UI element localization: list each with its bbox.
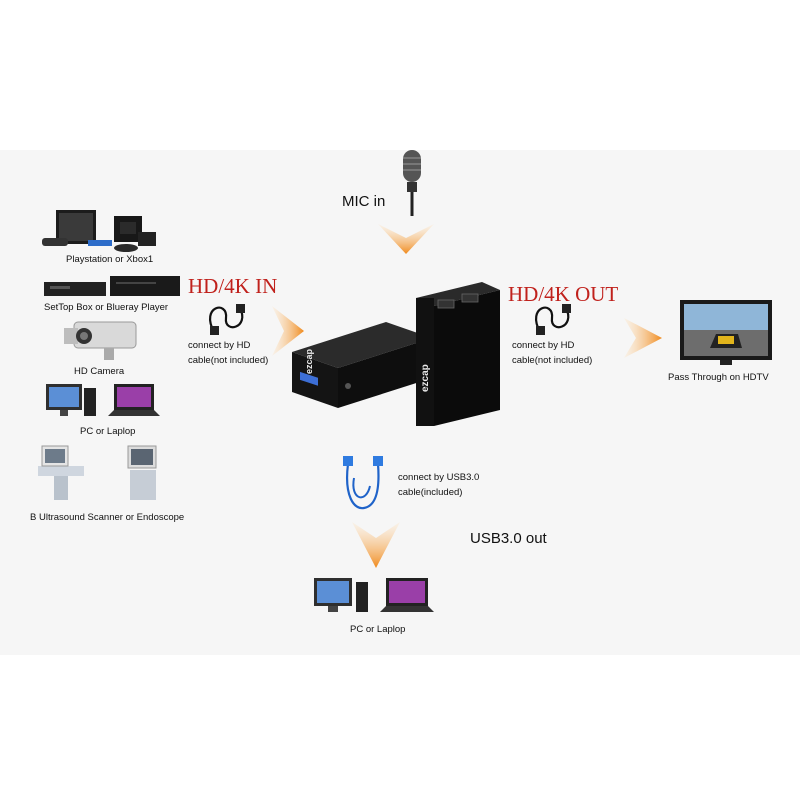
ultrasound-label: B Ultrasound Scanner or Endoscope (30, 512, 184, 523)
hd-out-cable-line1: connect by HD (512, 338, 592, 353)
mic-in-label: MIC in (342, 193, 385, 210)
microphone-icon (398, 150, 428, 218)
brand-front: ezcap (304, 348, 314, 374)
hd-in-label: HD/4K IN (188, 274, 277, 299)
pass-through-label: Pass Through on HDTV (668, 372, 769, 383)
game-console-icon (38, 208, 188, 253)
arrow-out-right-icon (622, 318, 662, 358)
hd-out-cable-caption: connect by HD cable(not included) (512, 338, 592, 368)
playstation-label: Playstation or Xbox1 (66, 254, 153, 265)
hdtv-icon (680, 300, 772, 366)
hd-out-cable-line2: cable(not included) (512, 353, 592, 368)
settop-box-label: SetTop Box or Blueray Player (44, 302, 168, 313)
arrow-mic-down-icon (378, 220, 434, 256)
pc-laptop-label: PC or Laplop (80, 426, 135, 437)
usb-cable-icon (340, 456, 388, 514)
ultrasound-scanner-icon (34, 444, 164, 504)
pc-bottom-label: PC or Laplop (350, 624, 405, 635)
hd-camera-icon (64, 318, 144, 362)
pc-laptop-bottom-icon (314, 576, 438, 618)
hd-in-cable-line2: cable(not included) (188, 353, 268, 368)
hd-camera-label: HD Camera (74, 366, 124, 377)
hdmi-cable-out-icon (532, 304, 574, 336)
capture-device-side-icon: ezcap (412, 282, 502, 428)
arrow-usb-down-icon (352, 522, 400, 570)
usb-cable-line2: cable(included) (398, 485, 479, 500)
usb-cable-caption: connect by USB3.0 cable(included) (398, 470, 479, 500)
usb-out-label: USB3.0 out (470, 530, 547, 547)
pc-laptop-icon (46, 382, 166, 422)
brand-side: ezcap (420, 364, 431, 392)
hd-in-cable-caption: connect by HD cable(not included) (188, 338, 268, 368)
hd-in-cable-line1: connect by HD (188, 338, 268, 353)
hdmi-cable-in-icon (206, 304, 248, 336)
settop-box-icon (44, 276, 184, 302)
usb-cable-line1: connect by USB3.0 (398, 470, 479, 485)
